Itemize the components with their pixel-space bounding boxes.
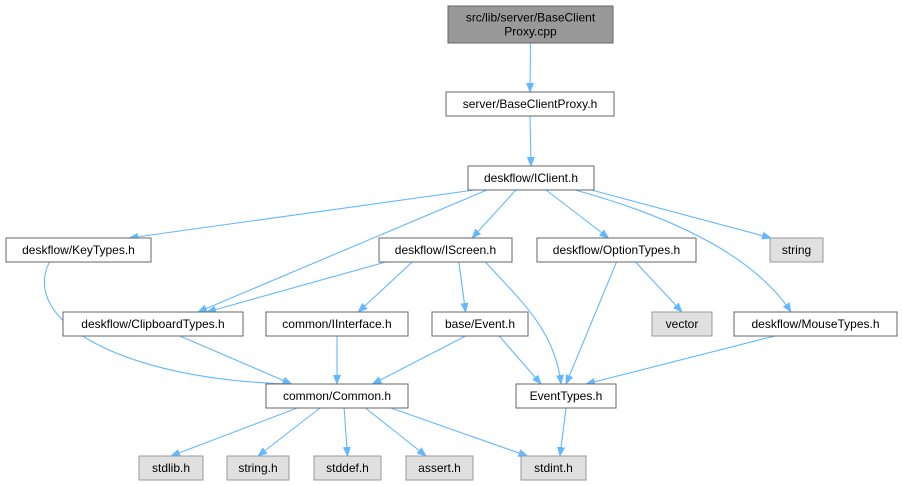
- node-assert: assert.h: [405, 455, 474, 481]
- node-label: deskflow/KeyTypes.h: [22, 243, 135, 257]
- node-vector: vector: [651, 311, 713, 337]
- edge-keytypes-to-common: [43, 261, 293, 388]
- edge-eventtypes-to-stdint: [557, 407, 567, 457]
- edge-common-to-stringh: [257, 407, 321, 457]
- node-label: deskflow/IScreen.h: [395, 243, 496, 257]
- edge-optiontypes-to-eventtypes: [565, 261, 618, 385]
- node-box: [138, 455, 204, 481]
- node-box: [467, 165, 595, 191]
- node-box: [62, 311, 244, 337]
- node-label: Proxy.cpp: [504, 25, 557, 39]
- edges-layer: [43, 42, 792, 457]
- node-label: stdlib.h: [152, 461, 190, 475]
- node-label: deskflow/MouseTypes.h: [751, 317, 879, 331]
- edge-event-to-common: [371, 335, 466, 385]
- node-keytypes[interactable]: deskflow/KeyTypes.h: [5, 237, 152, 263]
- node-common[interactable]: common/Common.h: [265, 383, 409, 409]
- node-label: vector: [666, 317, 699, 331]
- node-box: [447, 5, 614, 44]
- edge-root-to-baseclientproxy: [526, 42, 535, 93]
- node-label: string.h: [238, 461, 277, 475]
- node-box: [226, 455, 290, 481]
- node-stdlib: stdlib.h: [138, 455, 204, 481]
- edge-baseclientproxy-to-iclient: [526, 115, 535, 167]
- node-iscreen[interactable]: deskflow/IScreen.h: [378, 237, 513, 263]
- edge-common-to-stdint: [390, 407, 529, 457]
- edge-optiontypes-to-vector: [635, 261, 683, 313]
- node-label: deskflow/OptionTypes.h: [553, 243, 680, 257]
- node-eventtypes[interactable]: EventTypes.h: [515, 383, 617, 409]
- node-label: stddef.h: [326, 461, 369, 475]
- node-box: [651, 311, 713, 337]
- node-label: server/BaseClientProxy.h: [463, 97, 598, 111]
- node-box: [405, 455, 474, 481]
- node-box: [733, 311, 898, 337]
- node-box: [515, 383, 617, 409]
- edge-mousetypes-to-eventtypes: [585, 335, 775, 386]
- edge-iclient-to-optiontypes: [545, 189, 610, 239]
- edge-common-to-stdlib: [170, 407, 298, 457]
- node-box: [265, 311, 409, 337]
- edge-iscreen-to-event: [458, 261, 469, 313]
- node-box: [520, 455, 587, 481]
- node-label: deskflow/IClient.h: [484, 171, 578, 185]
- edge-event-to-eventtypes: [498, 335, 542, 385]
- edge-iscreen-to-clipboardtypes: [206, 261, 386, 314]
- edge-iscreen-to-iinterface: [357, 261, 413, 313]
- node-stringh: string.h: [226, 455, 290, 481]
- node-iinterface[interactable]: common/IInterface.h: [265, 311, 409, 337]
- node-box: [313, 455, 382, 481]
- node-stdint: stdint.h: [520, 455, 587, 481]
- node-label: common/Common.h: [283, 389, 391, 403]
- node-baseclientproxy[interactable]: server/BaseClientProxy.h: [445, 91, 615, 117]
- node-clipboardtypes[interactable]: deskflow/ClipboardTypes.h: [62, 311, 244, 337]
- node-label: src/lib/server/BaseClient: [466, 11, 596, 25]
- node-box: [445, 91, 615, 117]
- edge-iclient-to-keytypes: [128, 189, 475, 241]
- node-event[interactable]: base/Event.h: [431, 311, 529, 337]
- edge-iclient-to-string: [591, 189, 773, 240]
- node-label: assert.h: [418, 461, 461, 475]
- node-label: deskflow/ClipboardTypes.h: [81, 317, 224, 331]
- node-iclient[interactable]: deskflow/IClient.h: [467, 165, 595, 191]
- node-label: stdint.h: [534, 461, 573, 475]
- edge-clipboardtypes-to-common: [179, 335, 293, 385]
- edge-common-to-stddef: [342, 407, 351, 457]
- node-mousetypes[interactable]: deskflow/MouseTypes.h: [733, 311, 898, 337]
- node-box: [265, 383, 409, 409]
- node-stddef: stddef.h: [313, 455, 382, 481]
- edge-iclient-to-iscreen: [471, 189, 517, 239]
- node-string: string: [769, 237, 824, 263]
- nodes-layer: src/lib/server/BaseClientProxy.cpp server…: [5, 5, 898, 481]
- edge-iscreen-to-eventtypes: [484, 261, 564, 385]
- node-root[interactable]: src/lib/server/BaseClientProxy.cpp: [447, 5, 614, 44]
- node-optiontypes[interactable]: deskflow/OptionTypes.h: [536, 237, 697, 263]
- node-label: common/IInterface.h: [282, 317, 391, 331]
- node-label: base/Event.h: [445, 317, 515, 331]
- node-label: EventTypes.h: [530, 389, 603, 403]
- edge-common-to-assert: [365, 407, 427, 457]
- edge-iclient-to-mousetypes: [574, 189, 792, 313]
- node-box: [769, 237, 824, 263]
- node-box: [5, 237, 152, 263]
- node-box: [536, 237, 697, 263]
- node-box: [378, 237, 513, 263]
- edge-iclient-to-clipboardtypes: [197, 189, 488, 313]
- node-box: [431, 311, 529, 337]
- node-label: string: [782, 243, 811, 257]
